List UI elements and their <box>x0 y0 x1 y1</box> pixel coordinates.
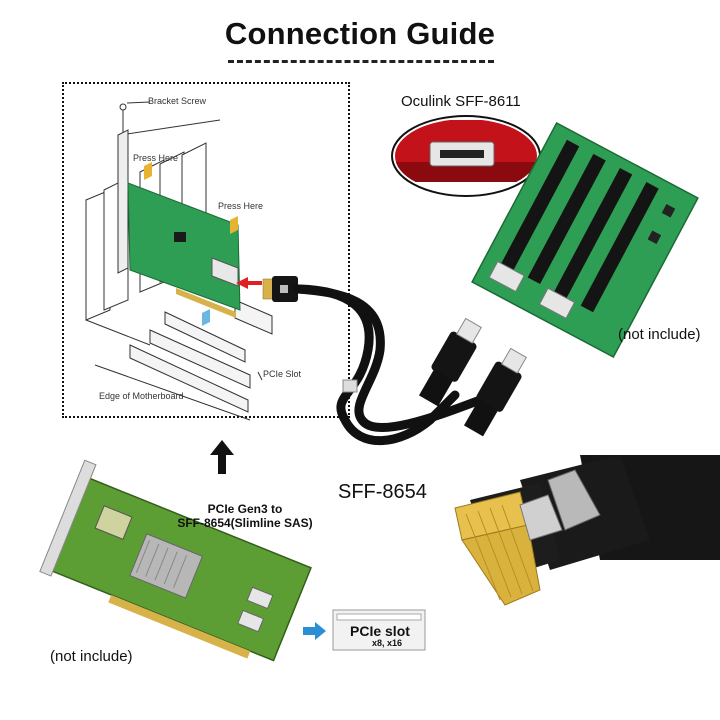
adapter-card-title-line2: SFF-8654(Slimline SAS) <box>177 516 313 530</box>
pcie-slot-graphic <box>332 609 426 651</box>
oculink-plug-2 <box>463 347 527 437</box>
pcie-slot-3 <box>129 344 249 413</box>
sff8654-label: SFF-8654 <box>338 481 427 503</box>
riser-board <box>471 121 699 359</box>
sff8654-connector-closeup <box>454 455 720 606</box>
page-title: Connection Guide <box>224 16 496 51</box>
pcie-adapter-card <box>39 459 312 662</box>
press-here-label-2: Press Here <box>218 201 264 211</box>
oculink-closeup <box>391 115 541 197</box>
installation-diagram-frame <box>62 82 350 418</box>
pcie-slot-title: PCIe slot <box>350 623 410 639</box>
pcie-slot-subtitle: x8, x16 <box>372 638 403 648</box>
not-include-card-label: (not include) <box>50 648 133 665</box>
blue-arrow-icon <box>303 622 326 640</box>
card-bracket <box>117 129 129 274</box>
not-include-riser-label: (not include) <box>618 326 701 343</box>
motherboard-edge-label: Edge of Motherboard <box>99 391 184 401</box>
adapter-card-title-line1: PCIe Gen3 to <box>207 502 283 516</box>
pcie-slot-2 <box>149 329 251 389</box>
press-here-label-1: Press Here <box>133 153 179 163</box>
chassis-bottom-edge <box>85 319 151 346</box>
chassis-top-edge <box>119 119 221 136</box>
diagram-adapter-card <box>127 162 241 326</box>
sff8654-cable <box>262 276 527 446</box>
insert-arrow <box>236 277 262 289</box>
up-arrow-icon <box>210 440 234 474</box>
bracket-screw <box>119 103 127 111</box>
motherboard-edge <box>94 364 251 421</box>
pcie-slot-1 <box>164 311 246 363</box>
title-underline <box>228 60 494 63</box>
oculink-plug-1 <box>418 317 482 407</box>
bracket-screw-label: Bracket Screw <box>148 96 207 106</box>
pcie-slot-diagram-label: PCIe Slot <box>263 369 302 379</box>
oculink-label: Oculink SFF-8611 <box>401 93 521 110</box>
